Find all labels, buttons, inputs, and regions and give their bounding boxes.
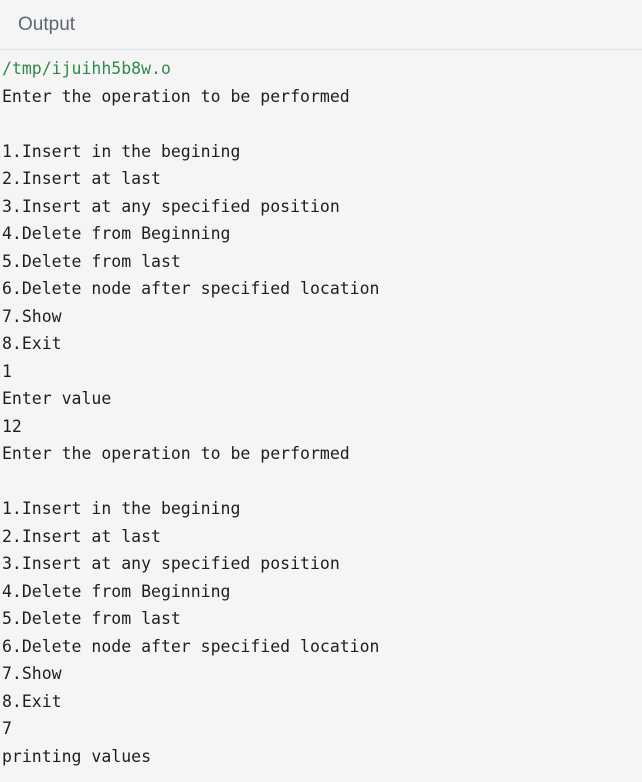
console-line: printing values <box>2 746 152 766</box>
console-line: 2.Insert at last <box>2 169 161 188</box>
console-line: 7.Show <box>2 306 62 326</box>
console-line: 6.Delete node after specified location <box>2 636 380 656</box>
console-line: 7.Show <box>2 664 62 683</box>
console-line: 7 <box>2 719 12 738</box>
console-line: 12 <box>2 416 22 436</box>
console-line: Enter the operation to be performed <box>2 86 350 106</box>
console-line: 5.Delete from last <box>2 251 181 271</box>
console-line: 1.Insert in the begining <box>2 499 241 518</box>
console-line: /tmp/ijuihh5b8w.o <box>2 59 171 78</box>
console-line-blank <box>2 110 642 138</box>
console-line: 6.Delete node after specified location <box>2 279 380 298</box>
console-line: Enter the operation to be performed <box>2 444 350 463</box>
console-line: 1 <box>2 361 12 381</box>
console-line: 8.Exit <box>2 691 62 711</box>
console-line: Enter value <box>2 389 112 408</box>
console-line: 5.Delete from last <box>2 609 181 628</box>
console-line: 8.Exit <box>2 334 62 353</box>
output-header: Output <box>0 0 642 50</box>
console-line: 2.Insert at last <box>2 526 161 546</box>
console-line: 3.Insert at any specified position <box>2 196 340 216</box>
console-line: 1.Insert in the begining <box>2 141 241 161</box>
console-line: 4.Delete from Beginning <box>2 581 231 601</box>
output-title: Output <box>18 13 76 35</box>
console-output[interactable]: /tmp/ijuihh5b8w.o Enter the operation to… <box>0 50 642 770</box>
console-line-blank <box>2 468 642 496</box>
console-line: 4.Delete from Beginning <box>2 224 231 243</box>
console-line: 3.Insert at any specified position <box>2 554 340 573</box>
